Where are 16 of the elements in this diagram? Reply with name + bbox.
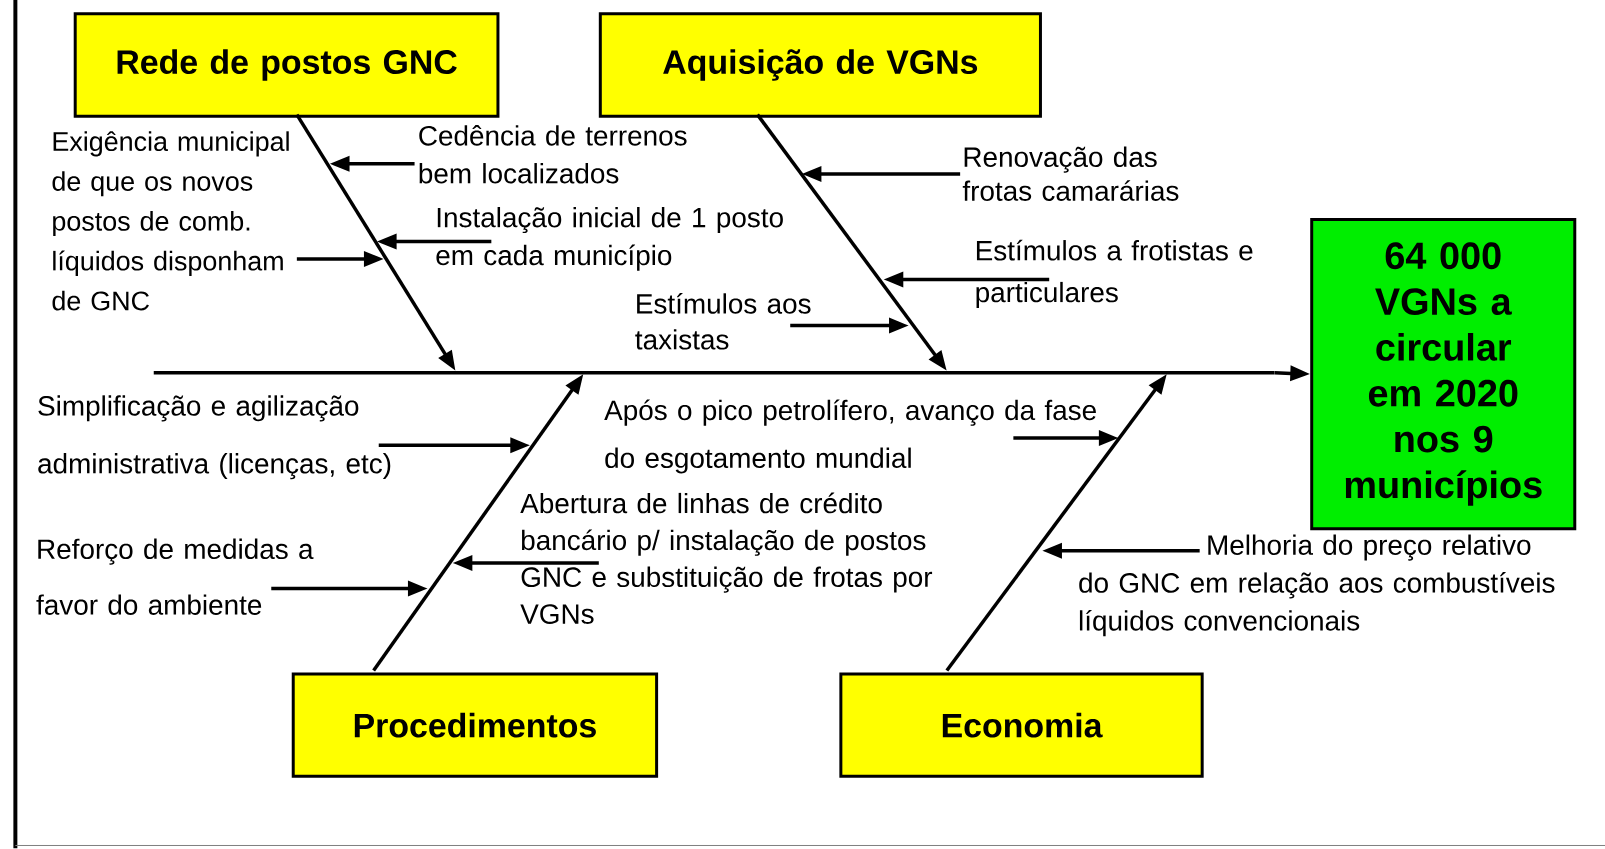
category-box: Procedimentos bbox=[291, 672, 659, 779]
category-box: Economia bbox=[839, 672, 1204, 779]
cause-text: Reforço de medidas a favor do ambiente bbox=[36, 538, 314, 616]
cause-text: Abertura de linhas de crédito bancário p/ instalação de postos GNC e substituição de frotas por VGNs bbox=[520, 492, 933, 625]
cause-text: Renovação das frotas camarárias bbox=[962, 146, 1179, 202]
category-box: Rede de postos GNC bbox=[73, 12, 500, 118]
cause-text: Cedência de terrenos bem localizados bbox=[419, 125, 687, 184]
cause-text: Exigência municipal de que os novos postos de comb. líquidos disponham de GNC bbox=[52, 131, 289, 311]
effect-box: 64 000 VGNs a circular em 2020 nos 9 municípios bbox=[1310, 218, 1577, 531]
cause-text: Simplificação e agilização administrativa (licenças, etc) bbox=[38, 395, 391, 480]
cause-text: Instalação inicial de 1 posto em cada município bbox=[436, 207, 783, 272]
cause-text: Melhoria do preço relativo do GNC em relação aos combustíveis líquidos convencionais bbox=[1079, 534, 1555, 637]
cause-text: Estímulos a frotistas e particulares bbox=[976, 239, 1253, 309]
category-box: Aquisição de VGNs bbox=[598, 12, 1042, 118]
cause-text: Após o pico petrolífero, avanço da fase do esgotamento mundial bbox=[604, 399, 1096, 474]
cause-text: Estímulos aos taxistas bbox=[635, 293, 811, 350]
